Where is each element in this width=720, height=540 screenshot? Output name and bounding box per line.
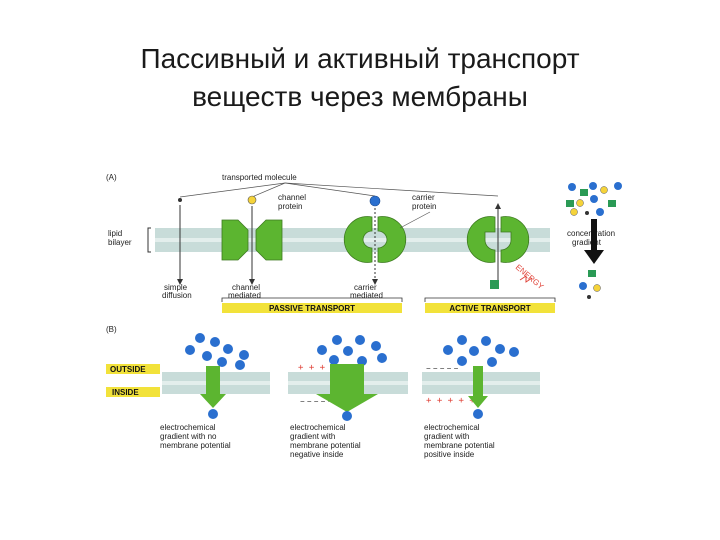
simple-diffusion-2: diffusion [162, 291, 192, 300]
title-line-2: веществ через мембраны [192, 81, 528, 112]
channel-mediated-2: mediated [228, 291, 261, 300]
lipid-label-1: lipid [108, 229, 122, 238]
caption-2-1: electrochemical [290, 423, 346, 432]
outside-label: OUTSIDE [110, 365, 146, 374]
simple-diffusion-1: simple [164, 283, 188, 292]
caption-3-3: membrane potential [424, 441, 495, 450]
caption-2-4: negative inside [290, 450, 344, 459]
ion-below-2 [342, 411, 352, 421]
caption-1-2: gradient with no [160, 432, 217, 441]
green-arrow-1 [200, 366, 226, 408]
bilayer-bracket [147, 227, 151, 253]
caption-2-3: membrane potential [290, 441, 361, 450]
channel-protein-1: channel [278, 193, 306, 202]
active-bracket [424, 297, 556, 302]
plus-bottom-3: + + + + + [426, 396, 475, 406]
active-label-bg [425, 303, 555, 313]
caption-3-2: gradient with [424, 432, 469, 441]
green-square-molecule [490, 280, 499, 289]
ions-scenario-2 [317, 335, 387, 366]
caption-1-3: membrane potential [160, 441, 231, 450]
energy-zigzag [519, 275, 533, 283]
lipid-label-2: bilayer [108, 238, 132, 247]
molecule-pointer-lines [179, 182, 499, 198]
caption-3-4: positive inside [424, 450, 475, 459]
carrier-protein-active [466, 216, 530, 263]
minus-top-3: − − − − − [426, 364, 459, 373]
small-molecule [178, 198, 182, 202]
caption-3-1: electrochemical [424, 423, 480, 432]
passive-label-bg [222, 303, 402, 313]
concentration-gradient-molecules [566, 182, 622, 299]
yellow-molecule [247, 195, 257, 205]
passive-bracket [221, 297, 403, 302]
carrier-mediated-1: carrier [354, 283, 377, 292]
transported-molecule-label: transported molecule [222, 173, 297, 182]
ions-scenario-3 [443, 335, 519, 367]
green-arrow-2 [316, 364, 378, 412]
carrier-mediated-2: mediated [350, 291, 383, 300]
blue-molecule [369, 195, 381, 207]
carrier-protein-1: carrier [412, 193, 435, 202]
carrier-protein-2: protein [412, 202, 436, 211]
panel-b-tag: (B) [106, 325, 117, 334]
inside-label-bg [106, 387, 160, 397]
outside-label-bg [106, 364, 160, 374]
minus-bottom-2: − − − − − [300, 397, 333, 406]
slide-title: Пассивный и активный транспорт веществ ч… [0, 40, 720, 116]
passive-transport-label: PASSIVE TRANSPORT [269, 304, 355, 313]
energy-label: ENERGY [514, 263, 546, 292]
concentration-gradient-2: gradient [572, 238, 602, 247]
channel-protein-2: protein [278, 202, 302, 211]
ion-below-3 [473, 409, 483, 419]
active-transport-label: ACTIVE TRANSPORT [449, 304, 530, 313]
panel-a-tag: (A) [106, 173, 117, 182]
caption-1-1: electrochemical [160, 423, 216, 432]
gradient-arrow [584, 219, 604, 264]
channel-mediated-1: channel [232, 283, 260, 292]
caption-2-2: gradient with [290, 432, 335, 441]
green-arrow-3 [468, 366, 488, 408]
ion-below-1 [208, 409, 218, 419]
carrier-protein-passive [343, 216, 407, 263]
ions-scenario-1 [185, 333, 249, 370]
carrier-pointer [399, 211, 431, 229]
channel-protein [221, 219, 283, 261]
title-line-1: Пассивный и активный транспорт [140, 43, 580, 74]
plus-top-2: + + + + + [298, 363, 347, 373]
inside-label: INSIDE [112, 388, 139, 397]
